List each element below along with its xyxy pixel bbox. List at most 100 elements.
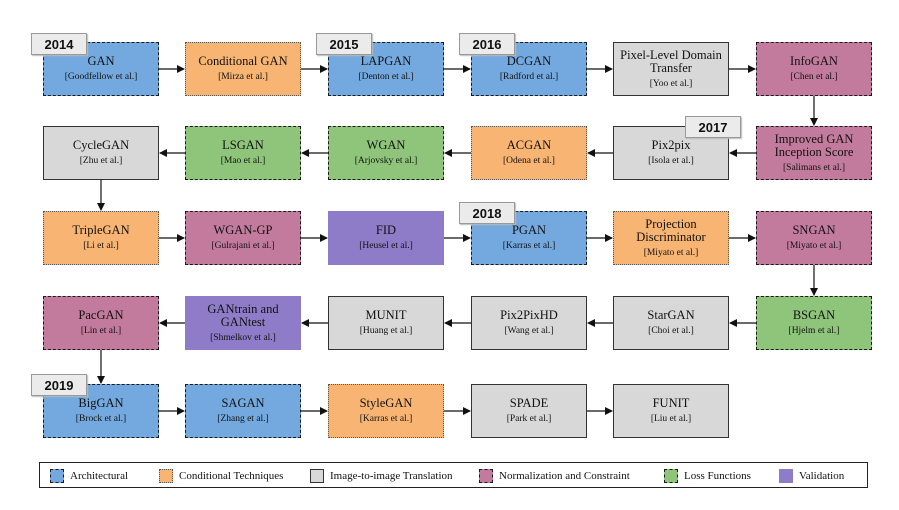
node-citation: [Huang et al.] bbox=[359, 326, 413, 337]
node-title: Improved GAN Inception Score bbox=[774, 131, 854, 160]
legend-label: Normalization and Constraint bbox=[499, 470, 630, 482]
node-citation: [Yoo et al.] bbox=[649, 79, 693, 90]
node-citation: [Karras et al.] bbox=[502, 241, 556, 252]
legend-label: Architectural bbox=[70, 470, 129, 482]
legend-swatch bbox=[779, 469, 793, 483]
node-title: SAGAN bbox=[221, 396, 265, 411]
node-title: Conditional GAN bbox=[198, 54, 288, 69]
legend: Architectural Conditional Techniques Ima… bbox=[39, 462, 868, 488]
node-triplegan: TripleGAN [Li et al.] bbox=[43, 211, 159, 265]
node-citation: [Mirza et al.] bbox=[218, 72, 268, 83]
node-stargan: StarGAN [Choi et al.] bbox=[613, 296, 729, 350]
node-projection-discriminator: Projection Discriminator [Miyato et al.] bbox=[613, 211, 729, 265]
node-funit: FUNIT [Liu et al.] bbox=[613, 384, 729, 438]
node-sngan: SNGAN [Miyato et al.] bbox=[756, 211, 872, 265]
node-citation: [Lin et al.] bbox=[80, 326, 122, 337]
legend-label: Validation bbox=[799, 470, 845, 482]
node-title: DCGAN bbox=[506, 54, 552, 69]
node-gantrain-gantest: GANtrain and GANtest [Shmelkov et al.] bbox=[185, 296, 301, 350]
node-acgan: ACGAN [Odena et al.] bbox=[471, 126, 587, 180]
legend-swatch bbox=[50, 469, 64, 483]
node-title: PGAN bbox=[511, 223, 547, 238]
node-title: InfoGAN bbox=[790, 54, 838, 69]
node-infogan: InfoGAN [Chen et al.] bbox=[756, 42, 872, 96]
node-title: TripleGAN bbox=[72, 223, 130, 238]
node-lsgan: LSGAN [Mao et al.] bbox=[185, 126, 301, 180]
node-citation: [Choi et al.] bbox=[648, 326, 694, 337]
node-title: SPADE bbox=[509, 396, 549, 411]
legend-swatch bbox=[479, 469, 493, 483]
node-citation: [Odena et al.] bbox=[503, 156, 555, 167]
year-tag-2016: 2016 bbox=[459, 33, 515, 55]
node-cyclegan: CycleGAN [Zhu et al.] bbox=[43, 126, 159, 180]
node-citation: [Arjovsky et al.] bbox=[354, 156, 418, 167]
legend-swatch bbox=[159, 469, 173, 483]
node-citation: [Park et al.] bbox=[506, 414, 552, 425]
year-tag-2018: 2018 bbox=[459, 202, 515, 224]
node-title: Pix2pix bbox=[651, 138, 691, 153]
node-title: SNGAN bbox=[792, 223, 836, 238]
node-title: WGAN bbox=[366, 138, 406, 153]
node-citation: [Miyato et al.] bbox=[786, 241, 842, 252]
node-munit: MUNIT [Huang et al.] bbox=[328, 296, 444, 350]
node-citation: [Shmelkov et al.] bbox=[210, 333, 276, 344]
node-citation: [Wang et al.] bbox=[504, 326, 554, 337]
node-citation: [Liu et al.] bbox=[650, 414, 692, 425]
node-title: GAN bbox=[87, 54, 115, 69]
node-title: MUNIT bbox=[365, 308, 407, 323]
node-citation: [Hjelm et al.] bbox=[788, 326, 840, 337]
node-title: BigGAN bbox=[78, 396, 124, 411]
node-wgan: WGAN [Arjovsky et al.] bbox=[328, 126, 444, 180]
year-tag-2019: 2019 bbox=[31, 374, 87, 396]
node-citation: [Brock et al.] bbox=[75, 414, 127, 425]
node-citation: [Denton et al.] bbox=[358, 72, 414, 83]
node-title: LAPGAN bbox=[360, 54, 412, 69]
legend-swatch bbox=[310, 469, 324, 483]
node-title: WGAN-GP bbox=[213, 223, 273, 238]
node-citation: [Miyato et al.] bbox=[643, 248, 699, 259]
legend-label: Loss Functions bbox=[684, 470, 751, 482]
node-title: LSGAN bbox=[222, 138, 264, 153]
node-citation: [Karras et al.] bbox=[359, 414, 413, 425]
node-citation: [Heusel et al.] bbox=[359, 241, 413, 252]
node-conditional-gan: Conditional GAN [Mirza et al.] bbox=[185, 42, 301, 96]
node-title: PacGAN bbox=[78, 308, 124, 323]
node-title: StyleGAN bbox=[359, 396, 413, 411]
node-citation: [Chen et al.] bbox=[790, 72, 838, 83]
node-citation: [Goodfellow et al.] bbox=[64, 72, 138, 83]
node-citation: [Gulrajani et al.] bbox=[211, 241, 275, 252]
node-title: FID bbox=[375, 223, 397, 238]
node-title: BSGAN bbox=[792, 308, 836, 323]
year-tag-2017: 2017 bbox=[685, 116, 741, 138]
legend-item-architectural: Architectural bbox=[50, 468, 128, 484]
node-wgan-gp: WGAN-GP [Gulrajani et al.] bbox=[185, 211, 301, 265]
node-pix2pixhd: Pix2PixHD [Wang et al.] bbox=[471, 296, 587, 350]
node-title: ACGAN bbox=[506, 138, 552, 153]
node-citation: [Radford et al.] bbox=[499, 72, 559, 83]
node-pixel-level-domain-transfer: Pixel-Level Domain Transfer [Yoo et al.] bbox=[613, 42, 729, 96]
node-pacgan: PacGAN [Lin et al.] bbox=[43, 296, 159, 350]
legend-item-normalization: Normalization and Constraint bbox=[479, 468, 630, 484]
node-title: FUNIT bbox=[652, 396, 690, 411]
node-title: Projection Discriminator bbox=[636, 216, 706, 245]
node-title: Pixel-Level Domain Transfer bbox=[620, 47, 722, 76]
node-stylegan: StyleGAN [Karras et al.] bbox=[328, 384, 444, 438]
node-citation: [Zhu et al.] bbox=[79, 156, 123, 167]
year-tag-2015: 2015 bbox=[316, 33, 372, 55]
node-citation: [Li et al.] bbox=[83, 241, 119, 252]
legend-item-conditional: Conditional Techniques bbox=[159, 468, 283, 484]
node-citation: [Salimans et al.] bbox=[783, 163, 845, 174]
node-improved-gan: Improved GAN Inception Score [Salimans e… bbox=[756, 126, 872, 180]
node-sagan: SAGAN [Zhang et al.] bbox=[185, 384, 301, 438]
node-title: Pix2PixHD bbox=[500, 308, 558, 323]
legend-item-loss: Loss Functions bbox=[664, 468, 751, 484]
node-title: GANtrain and GANtest bbox=[207, 301, 279, 330]
node-citation: [Isola et al.] bbox=[648, 156, 694, 167]
legend-label: Conditional Techniques bbox=[179, 470, 284, 482]
legend-item-i2i: Image-to-image Translation bbox=[310, 468, 453, 484]
node-spade: SPADE [Park et al.] bbox=[471, 384, 587, 438]
legend-swatch bbox=[664, 469, 678, 483]
node-citation: [Zhang et al.] bbox=[217, 414, 269, 425]
